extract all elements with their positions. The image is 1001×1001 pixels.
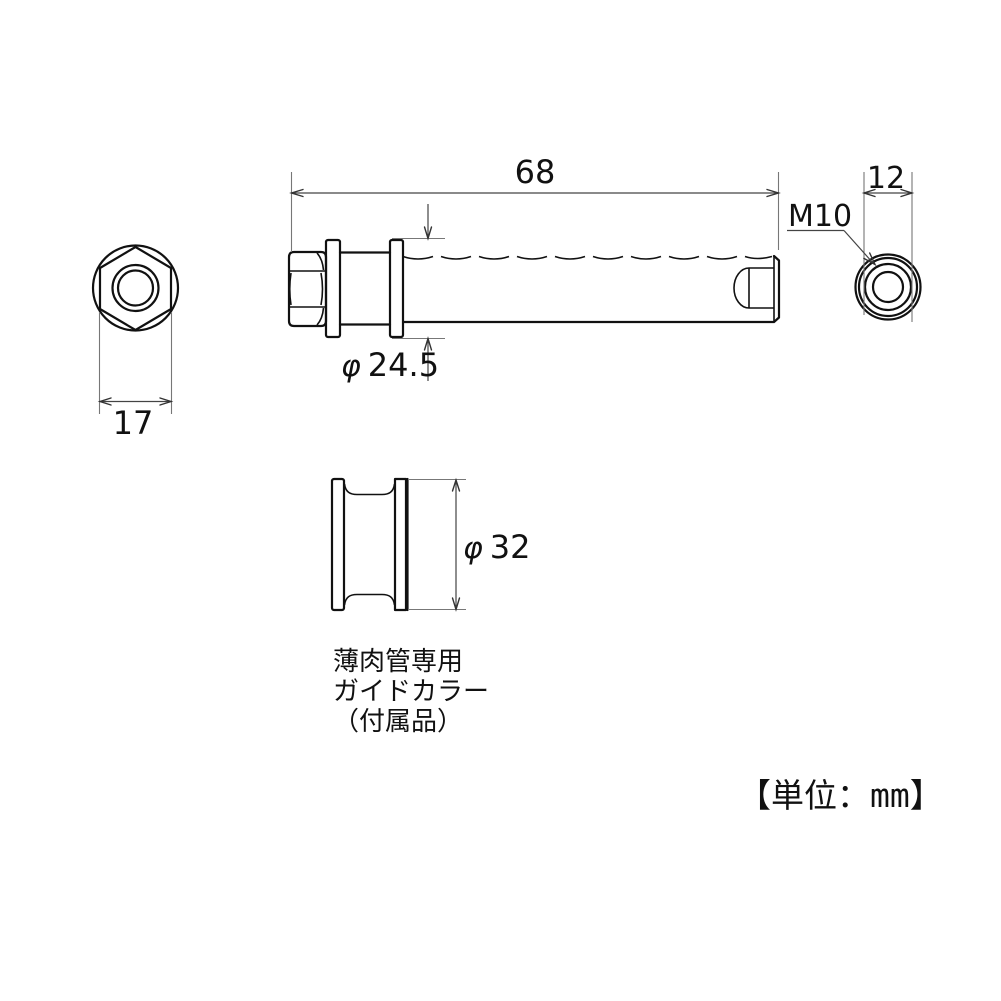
guide-collar-view	[330, 477, 409, 612]
bolt-shaft-thread-line	[402, 255, 773, 260]
end-view-thread	[854, 253, 922, 321]
front-flange-circle	[91, 244, 180, 332]
arrow-down-icon	[451, 597, 461, 612]
side-view-bolt	[287, 238, 781, 339]
collar-caption-line2: ガイドカラー	[333, 677, 489, 707]
bolt-flange-rear	[388, 238, 405, 339]
thread-spec-value: M10	[788, 199, 852, 234]
units-suffix: 】	[910, 776, 943, 815]
dim-end-width-value: 12	[867, 161, 905, 196]
units-prefix: 【単位：	[738, 776, 870, 815]
collar-waist-bottom	[343, 593, 396, 606]
front-bore-outer-circle	[111, 263, 160, 313]
arrow-leader-icon	[863, 252, 877, 267]
arrow-left-icon	[861, 188, 876, 198]
units-note: 【単位：mm】	[738, 776, 943, 815]
front-hexagon	[98, 245, 173, 332]
dim-across-flats-value: 17	[113, 404, 154, 442]
bolt-flange-front	[324, 238, 342, 339]
arrow-left-icon	[97, 397, 112, 406]
bolt-head-chamfer-arc-2	[316, 307, 325, 326]
arrow-left-icon	[289, 188, 304, 198]
dim-end-width: 12	[861, 161, 915, 322]
arrow-right-icon	[766, 188, 781, 198]
end-thread-circle	[863, 262, 913, 312]
bolt-end-slot	[733, 267, 774, 309]
end-chamfer-circle	[857, 256, 919, 318]
front-view-hex-head	[91, 244, 180, 332]
collar-caption-line3: （付属品）	[333, 707, 463, 737]
bolt-head-chamfer-arc-3	[320, 272, 324, 306]
dim-overall-length-value: 68	[515, 153, 556, 191]
dim-overall-length: 68	[289, 153, 781, 252]
arrow-down-icon	[423, 226, 433, 241]
units-value: mm	[870, 776, 910, 815]
arrow-up-icon	[451, 477, 461, 492]
collar-caption-line1: 薄肉管専用	[333, 647, 463, 677]
dim-across-flats: 17	[97, 312, 174, 442]
label-thread-spec: M10	[787, 199, 877, 267]
collar-waist-top	[343, 483, 396, 496]
collar-flange-left	[330, 477, 346, 612]
collar-caption: 薄肉管専用 ガイドカラー （付属品）	[333, 647, 489, 737]
arrow-right-icon	[159, 397, 174, 406]
collar-flange-right	[393, 477, 408, 612]
bolt-shaft-outline	[401, 254, 781, 324]
front-bore-inner-circle	[116, 269, 155, 307]
end-bore-circle	[871, 270, 905, 304]
bolt-head-chamfer-arc-4	[288, 272, 292, 306]
arrow-right-icon	[900, 188, 915, 198]
end-outer-circle	[854, 253, 922, 321]
bolt-head-chamfer-arc-1	[316, 252, 325, 271]
arrow-up-icon	[423, 336, 433, 351]
bolt-head-outline	[287, 250, 328, 328]
